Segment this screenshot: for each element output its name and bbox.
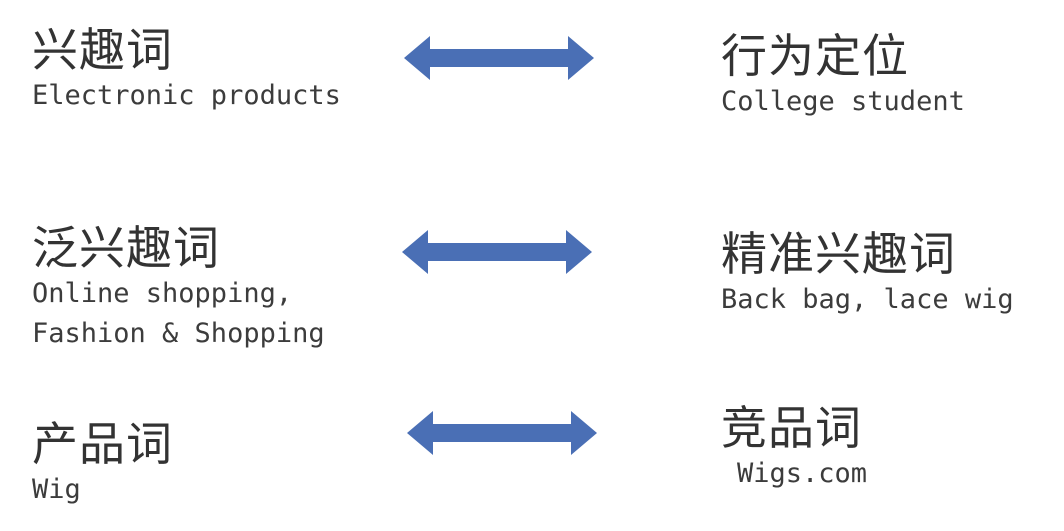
row-3-left-subtitle: Wig: [32, 474, 81, 505]
row-1-left: 兴趣词 Electronic products: [32, 24, 341, 116]
row-3-left: 产品词 Wig: [32, 418, 173, 510]
row-1-right-title: 行为定位: [721, 29, 909, 83]
row-2-right-title: 精准兴趣词: [721, 227, 956, 281]
row-2-left-title: 泛兴趣词: [32, 221, 220, 275]
row-3-right: 竞品词 Wigs.com: [721, 402, 867, 494]
row-1-left-subtitle: Electronic products: [32, 80, 341, 111]
row-1-left-title: 兴趣词: [32, 23, 173, 77]
row-3-right-subtitle: Wigs.com: [737, 458, 868, 489]
row-3-right-title: 竞品词: [721, 401, 862, 455]
row-1-right: 行为定位 College student: [721, 30, 965, 122]
row-3-left-title: 产品词: [32, 417, 173, 471]
row-3-double-arrow-icon: [407, 411, 597, 455]
row-2-left: 泛兴趣词 Online shopping, Fashion & Shopping: [32, 222, 325, 354]
row-2-left-subtitle: Online shopping, Fashion & Shopping: [32, 278, 325, 349]
row-2-right: 精准兴趣词 Back bag, lace wig: [721, 228, 1014, 320]
row-2-double-arrow-icon: [402, 230, 592, 274]
row-2-right-subtitle: Back bag, lace wig: [721, 284, 1014, 315]
row-1-double-arrow-icon: [404, 36, 594, 80]
row-1-right-subtitle: College student: [721, 86, 965, 117]
